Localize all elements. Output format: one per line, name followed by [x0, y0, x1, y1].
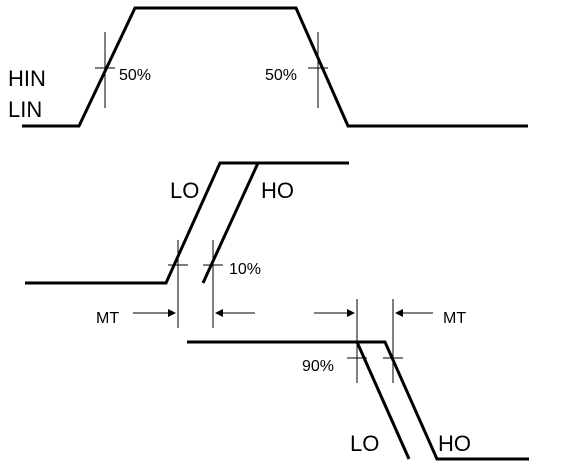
ho-top-label: HO	[261, 178, 294, 203]
mt-left-label: MT	[96, 310, 119, 327]
lo-top-label: LO	[170, 178, 199, 203]
lo-fall-marker	[347, 299, 367, 383]
input-fall-marker	[308, 32, 328, 108]
rise-10-label: 10%	[229, 261, 261, 278]
ho-rising-waveform	[201, 162, 260, 284]
ho-bottom-label: HO	[438, 431, 471, 456]
ho-fall-marker	[383, 299, 403, 383]
lo-rise-marker	[168, 240, 188, 328]
lo-rising-waveform	[25, 161, 349, 285]
fall-50-label: 50%	[265, 67, 297, 84]
input-waveform	[22, 6, 528, 128]
lo-falling-waveform	[187, 340, 529, 461]
input-rise-marker	[95, 32, 115, 108]
rise-50-label: 50%	[119, 67, 151, 84]
ho-falling-waveform	[355, 341, 411, 460]
lin-label: LIN	[8, 97, 42, 122]
fall-90-label: 90%	[302, 358, 334, 375]
mt-right-label: MT	[443, 310, 466, 327]
ho-rise-marker	[203, 240, 223, 328]
hin-label: HIN	[8, 66, 46, 91]
lo-bottom-label: LO	[350, 431, 379, 456]
